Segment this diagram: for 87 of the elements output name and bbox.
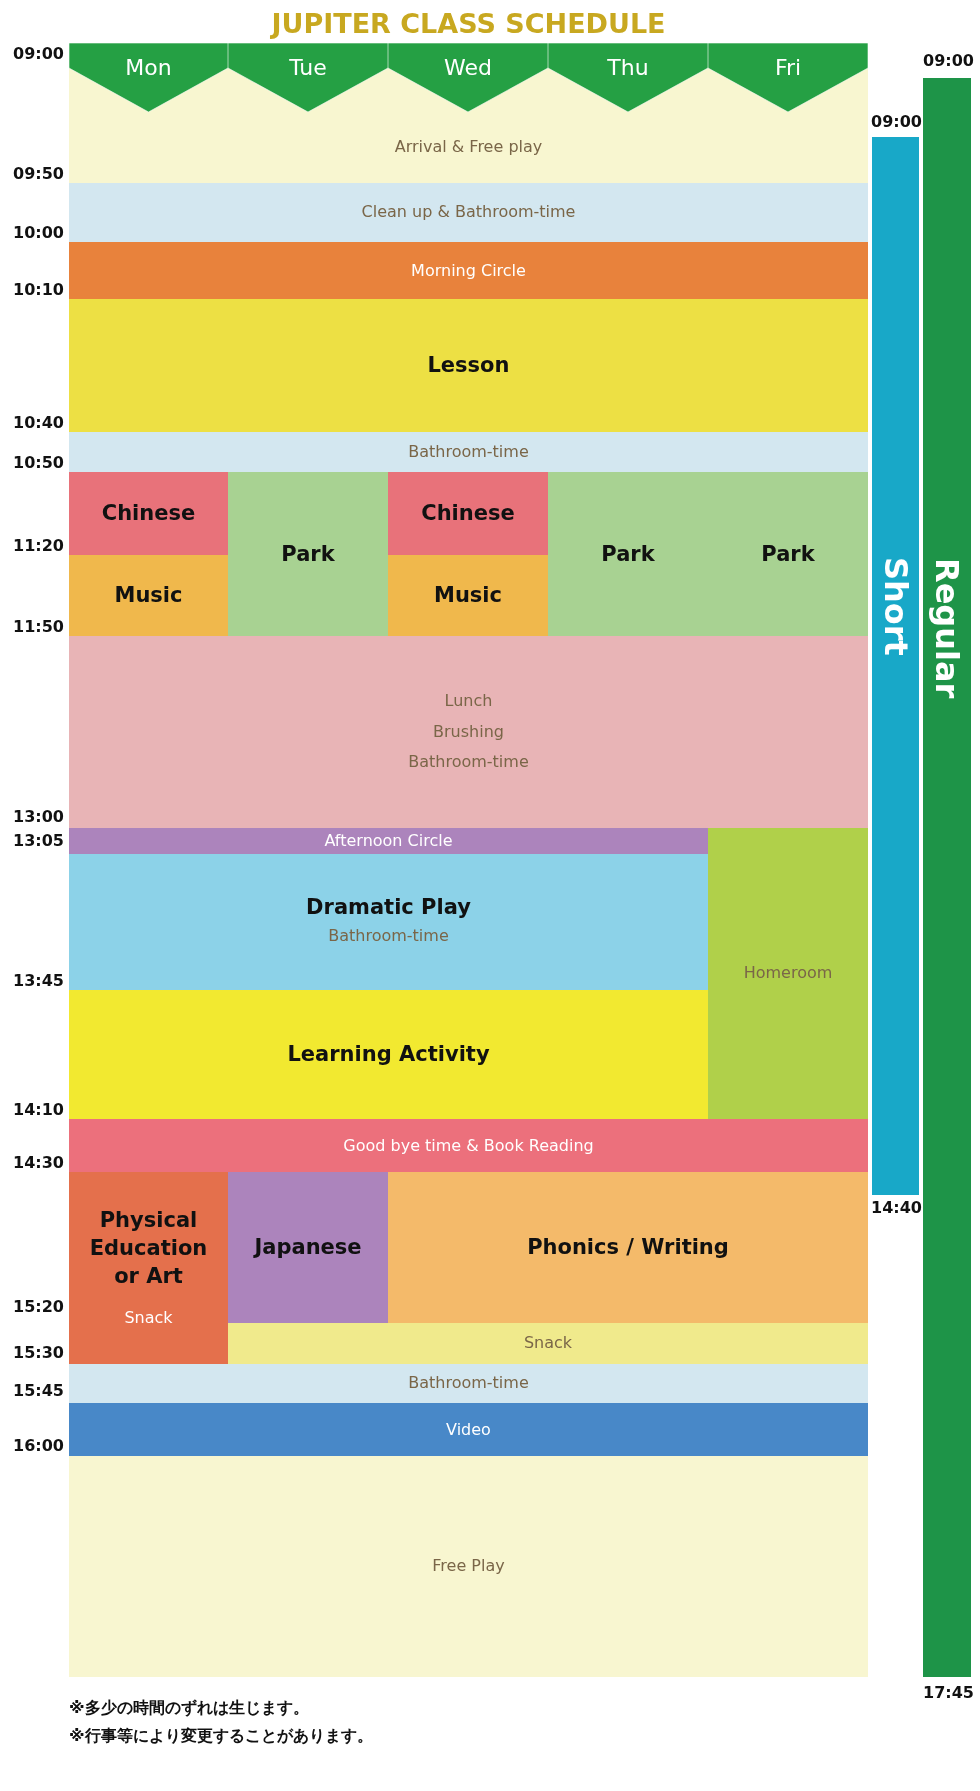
schedule-block — [388, 1172, 868, 1323]
activity-label: Music — [434, 582, 502, 610]
day-label: Mon — [124, 55, 173, 80]
schedule-block — [69, 1172, 228, 1364]
activity-label: Good bye time & Book Reading — [343, 1134, 594, 1157]
schedule-block — [69, 1456, 868, 1677]
time-label: 09:00 — [13, 44, 64, 63]
time-label: 16:00 — [13, 1436, 64, 1455]
activity-label: Brushing — [433, 720, 504, 743]
time-label: 09:50 — [13, 164, 64, 183]
schedule-block — [548, 472, 708, 636]
schedule-block — [69, 1119, 868, 1172]
schedule-block — [228, 472, 388, 636]
activity-label: Homeroom — [743, 962, 833, 985]
schedule-block — [708, 828, 868, 1119]
day-label: Tue — [288, 55, 328, 80]
activity-label: Snack — [124, 1306, 173, 1329]
activity-label: Video — [446, 1418, 491, 1441]
time-label: 14:40 — [871, 1198, 922, 1217]
time-label: 15:30 — [13, 1343, 64, 1362]
time-label: 09:00 — [923, 51, 974, 70]
time-label: 14:10 — [13, 1100, 64, 1119]
activity-label: Phonics / Writing — [527, 1234, 729, 1262]
time-label: 14:30 — [13, 1153, 64, 1172]
time-label: 10:00 — [13, 223, 64, 242]
time-label: 10:40 — [13, 413, 64, 432]
time-label: 13:05 — [13, 831, 64, 850]
schedule-block — [69, 112, 868, 183]
activity-label: Learning Activity — [287, 1041, 490, 1069]
time-label: 10:50 — [13, 453, 64, 472]
time-label: 10:10 — [13, 280, 64, 299]
activity-label: Physical Education or Art — [88, 1206, 209, 1291]
time-label: 11:20 — [13, 536, 64, 555]
activity-label: Afternoon Circle — [324, 830, 453, 853]
activity-label: Music — [114, 582, 183, 610]
activity-label: Lunch — [444, 690, 493, 713]
activity-label: Chinese — [101, 500, 196, 528]
activity-label: Dramatic Play — [306, 893, 471, 921]
activity-label: Bathroom-time — [408, 1372, 529, 1395]
activity-label: Park — [761, 540, 815, 568]
activity-label: Clean up & Bathroom-time — [361, 201, 576, 224]
footnote: ※多少の時間のずれは生じます。 — [69, 1698, 309, 1719]
schedule-block — [388, 472, 548, 555]
time-label: 15:20 — [13, 1297, 64, 1316]
time-bar — [923, 78, 971, 1677]
time-label: 15:45 — [13, 1381, 64, 1400]
schedule-block — [228, 1323, 868, 1364]
time-label: 13:00 — [13, 807, 64, 826]
activity-label: Chinese — [421, 500, 515, 528]
schedule-block — [69, 990, 708, 1119]
bar-label: Short — [876, 557, 915, 656]
activity-label: Park — [601, 540, 655, 568]
time-label: 09:00 — [871, 112, 922, 131]
day-label: Thu — [606, 55, 650, 80]
time-label: 11:50 — [13, 617, 64, 636]
schedule-title: JUPITER CLASS SCHEDULE — [269, 8, 667, 39]
schedule-block — [228, 1172, 388, 1323]
schedule-block — [69, 299, 868, 432]
schedule-block — [69, 828, 708, 854]
time-bar — [872, 137, 919, 1195]
schedule-block — [69, 1403, 868, 1456]
activity-label: Free Play — [432, 1555, 505, 1578]
time-label: 13:45 — [13, 971, 64, 990]
activity-label: Park — [281, 540, 335, 568]
activity-label: Arrival & Free play — [394, 136, 543, 159]
activity-label: Snack — [523, 1332, 573, 1355]
schedule-block — [69, 555, 228, 636]
activity-label: Bathroom-time — [408, 440, 529, 463]
schedule-block — [708, 472, 868, 636]
activity-label: Morning Circle — [411, 259, 526, 282]
day-label: Wed — [443, 55, 493, 80]
schedule-block — [69, 854, 708, 990]
schedule-block — [69, 1364, 868, 1403]
day-label: Fri — [773, 55, 803, 80]
time-label: 17:45 — [923, 1683, 974, 1702]
activity-label: Bathroom-time — [408, 751, 529, 774]
schedule-block — [388, 555, 548, 636]
bar-label: Regular — [928, 558, 966, 699]
schedule-block — [69, 183, 868, 242]
activity-label: Japanese — [254, 1234, 362, 1262]
schedule-block — [69, 636, 868, 828]
schedule-block — [69, 242, 868, 299]
activity-label: Lesson — [427, 352, 510, 380]
footnote: ※行事等により変更することがあります。 — [69, 1726, 373, 1747]
activity-label: Bathroom-time — [328, 924, 449, 947]
schedule-block — [69, 432, 868, 472]
schedule-block — [69, 472, 228, 555]
